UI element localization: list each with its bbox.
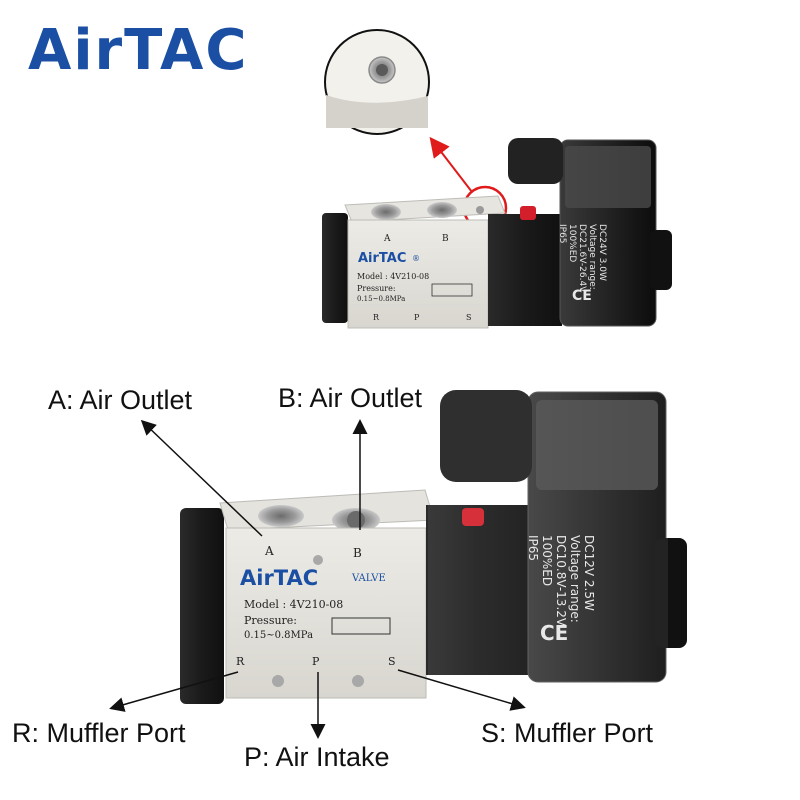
top-coil-voltage-label: Voltage range: <box>587 224 597 290</box>
bottom-valve-symbol <box>331 617 391 635</box>
bottom-pressure-range: 0.15~0.8MPa <box>244 630 313 641</box>
bottom-port-a-label: A <box>264 544 274 558</box>
zoom-inset <box>324 29 430 135</box>
bottom-coil-voltage-range: DC10.8V-13.2V <box>554 535 568 627</box>
bottom-port-r-label: R <box>236 655 245 668</box>
highlight-arrow <box>429 136 473 193</box>
bottom-valve <box>180 380 687 704</box>
callout-label-a: A: Air Outlet <box>48 385 193 415</box>
bottom-valve-label: VALVE <box>351 573 386 584</box>
top-port-s-label: S <box>466 313 471 322</box>
bottom-port-b-label: B <box>353 546 362 560</box>
top-coil-ip: IP65 <box>557 224 567 244</box>
bottom-port-s-label: S <box>388 655 396 668</box>
top-port-r-label: R <box>373 313 380 322</box>
top-coil-voltage-range: DC21.6V-26.4V <box>577 224 587 293</box>
bottom-ce-mark: CE <box>540 621 568 645</box>
top-pressure-label: Pressure: <box>357 284 396 293</box>
callout-label-s: S: Muffler Port <box>481 718 654 748</box>
top-valve-symbol <box>431 283 473 297</box>
bottom-pressure-label: Pressure: <box>244 614 297 627</box>
callout-label-p: P: Air Intake <box>244 742 390 772</box>
callout-arrow-a <box>140 419 263 537</box>
top-ce-mark: CE <box>572 288 592 304</box>
top-coil-duty: 100%ED <box>567 224 577 262</box>
callout-label-b: B: Air Outlet <box>278 383 423 413</box>
top-valve-brand: AirTAC <box>358 251 406 266</box>
top-coil-rating: DC24V 3.0W <box>597 224 607 281</box>
bottom-coil-ip: IP65 <box>526 535 540 561</box>
top-port-b-label: B <box>442 234 449 244</box>
callout-arrow-s <box>397 669 526 711</box>
brand-logo: AirTAC <box>28 18 249 83</box>
bottom-port-p-label: P <box>312 655 320 668</box>
bottom-coil-duty: 100%ED <box>540 535 554 586</box>
bottom-coil-rating: DC12V 2.5W <box>582 535 596 611</box>
bottom-coil-voltage-label: Voltage range: <box>568 535 582 623</box>
top-model-label: Model : 4V210-08 <box>357 272 429 281</box>
callout-label-r: R: Muffler Port <box>12 718 186 748</box>
top-port-p-label: P <box>414 313 420 322</box>
top-valve <box>322 29 672 329</box>
callout-arrow-r <box>109 671 239 712</box>
top-reg-mark: ® <box>412 254 420 263</box>
top-port-a-label: A <box>383 234 391 244</box>
bottom-valve-brand: AirTAC <box>240 566 318 590</box>
top-pressure-range: 0.15~0.8MPa <box>357 295 405 303</box>
bottom-model-label: Model : 4V210-08 <box>244 598 343 611</box>
